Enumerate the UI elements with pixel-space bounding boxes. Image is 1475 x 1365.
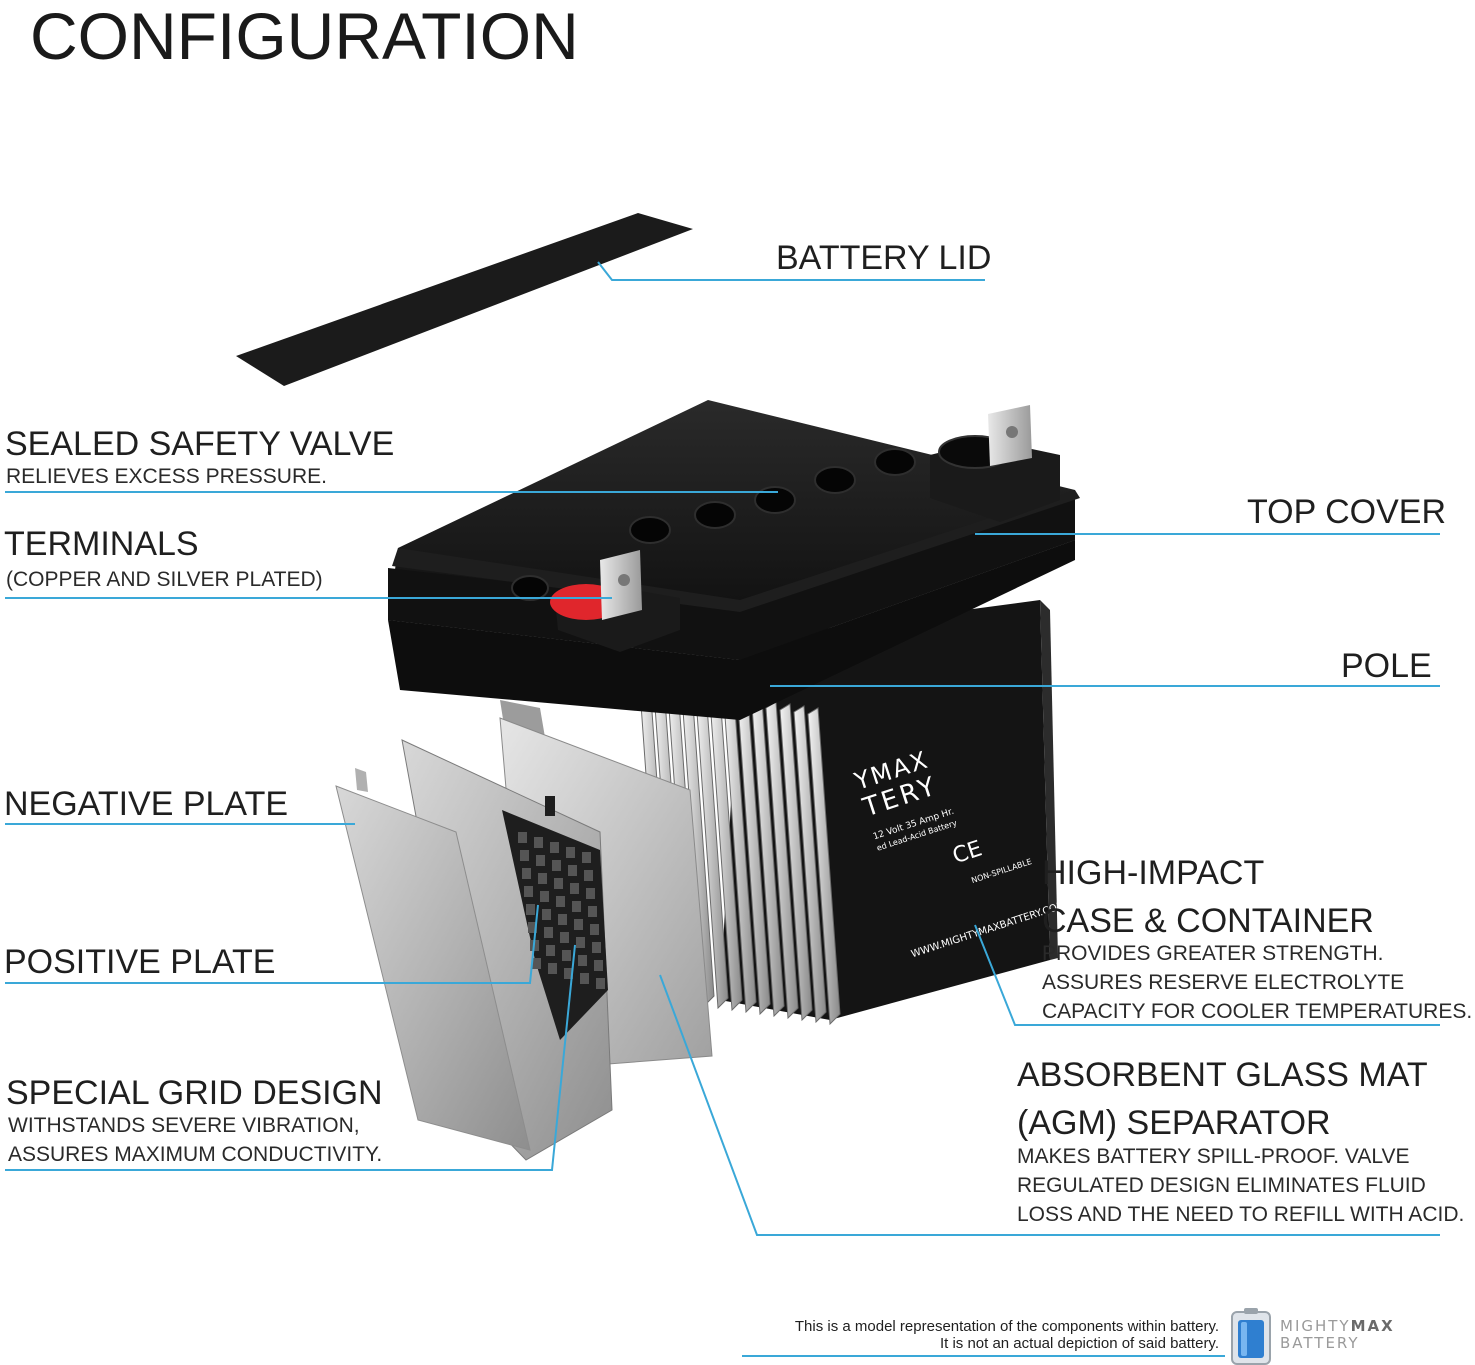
grid-hole [554,878,563,889]
label-agm-desc-3: LOSS AND THE NEED TO REFILL WITH ACID. [1017,1203,1465,1226]
grid-hole [564,968,573,979]
footer-disclaimer-1: This is a model representation of the co… [794,1318,1219,1335]
grid-hole [522,868,531,879]
label-high-impact-desc-2: ASSURES RESERVE ELECTROLYTE [1042,971,1405,994]
grid-hole [558,914,567,925]
grid-hole [552,860,561,871]
label-sealed-safety-valve: SEALED SAFETY VALVE [5,425,395,463]
label-negative-plate: NEGATIVE PLATE [4,785,289,823]
grid-hole [528,922,537,933]
grid-hole [576,937,585,948]
plate-fin [807,707,841,1026]
label-top-cover: TOP COVER [1247,493,1447,531]
mightymax-logo-icon [1231,1308,1271,1365]
grid-hole [524,886,533,897]
grid-hole [536,855,545,866]
grid-hole [578,955,587,966]
grid-hole [550,842,559,853]
grid-hole [584,870,593,881]
grid-hole [560,932,569,943]
mightymax-brand: MIGHTYMAX BATTERY [1280,1318,1395,1352]
page-title: CONFIGURATION [30,0,579,73]
label-agm-desc-2: REGULATED DESIGN ELIMINATES FLUID [1017,1174,1426,1197]
grid-hole [570,883,579,894]
brand-max: MAX [1350,1317,1395,1335]
label-battery-lid: BATTERY LID [776,239,992,277]
label-terminals-desc: (COPPER AND SILVER PLATED) [6,568,323,591]
grid-hole [518,832,527,843]
brand-battery: BATTERY [1280,1334,1360,1352]
leader-lines [5,261,1440,1357]
leader-special-grid [5,944,576,1171]
grid-hole [582,852,591,863]
grid-hole [594,960,603,971]
grid-hole [566,847,575,858]
plate-fin [779,703,813,1022]
grid-hole [546,945,555,956]
grid-hole [548,963,557,974]
label-high-impact-desc-3: CAPACITY FOR COOLER TEMPERATURES. [1042,1000,1473,1023]
label-high-impact-2: CASE & CONTAINER [1042,902,1374,940]
plate-fin [793,705,827,1024]
grid-hole [532,958,541,969]
label-terminals: TERMINALS [4,525,199,563]
leader-positive-plate [5,904,539,984]
leader-agm [659,974,1440,1236]
grid-hole [586,888,595,899]
grid-hole [580,973,589,984]
label-special-grid-desc-1: WITHSTANDS SEVERE VIBRATION, [8,1114,360,1137]
grid-hole [596,978,605,989]
grid-hole [588,906,597,917]
label-sealed-safety-valve-desc: RELIEVES EXCESS PRESSURE. [6,465,327,488]
footer-disclaimer-2: It is not an actual depiction of said ba… [939,1335,1219,1352]
leader-high-impact [974,924,1440,1026]
label-special-grid-design: SPECIAL GRID DESIGN [6,1074,383,1112]
brand-mighty: MIGHTY [1280,1317,1351,1335]
grid-hole [526,904,535,915]
negative-plate [335,785,531,1151]
terminal-negative [930,405,1060,522]
label-agm-1: ABSORBENT GLASS MAT [1017,1056,1428,1094]
grid-hole [590,924,599,935]
label-pole: POLE [1341,647,1432,685]
label-positive-plate: POSITIVE PLATE [4,943,276,981]
grid-hole [544,927,553,938]
grid-hole [572,901,581,912]
leader-battery-lid [597,261,985,281]
grid-hole [520,850,529,861]
label-agm-desc-1: MAKES BATTERY SPILL-PROOF. VALVE [1017,1145,1410,1168]
grid-hole [556,896,565,907]
label-agm-2: (AGM) SEPARATOR [1017,1104,1331,1142]
grid-hole [574,919,583,930]
label-high-impact-desc-1: PROVIDES GREATER STRENGTH. [1042,942,1384,965]
grid-hole [562,950,571,961]
grid-hole [592,942,601,953]
grid-hole [534,837,543,848]
grid-hole [568,865,577,876]
grid-hole [540,891,549,902]
label-high-impact-1: HIGH-IMPACT [1042,854,1265,892]
battery-lid [236,213,693,386]
grid-hole [538,873,547,884]
label-special-grid-desc-2: ASSURES MAXIMUM CONDUCTIVITY. [8,1143,383,1166]
grid-hole [542,909,551,920]
terminal-positive [550,550,680,652]
